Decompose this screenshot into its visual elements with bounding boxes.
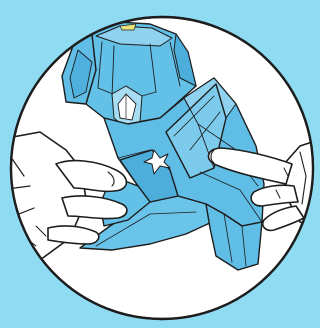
illustration-frame <box>0 0 320 328</box>
origami-folding-illustration <box>0 0 320 328</box>
